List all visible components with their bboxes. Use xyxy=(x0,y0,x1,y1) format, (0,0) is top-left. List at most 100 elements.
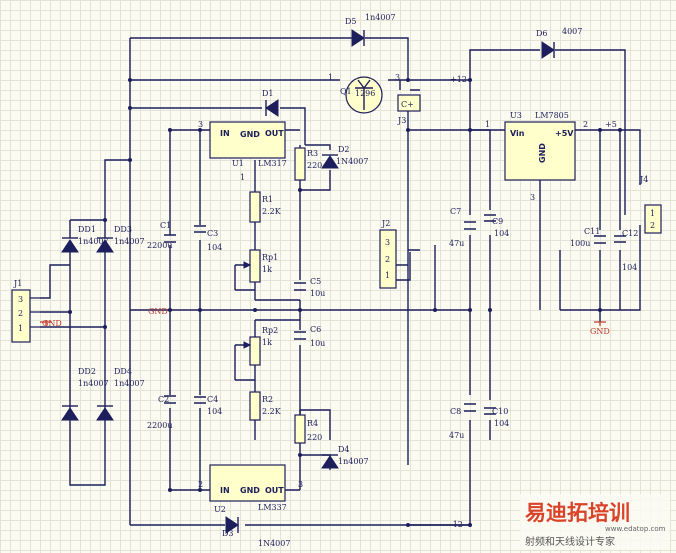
svg-text:D2: D2 xyxy=(338,145,350,154)
watermark-main: 易迪拓培训 xyxy=(525,501,630,525)
svg-text:2: 2 xyxy=(18,309,23,318)
j3-label: J3 xyxy=(397,116,406,125)
capacitor-c4: C4 104 xyxy=(194,395,222,416)
svg-text:GND: GND xyxy=(240,486,260,495)
svg-text:C1: C1 xyxy=(160,221,171,230)
svg-text:1: 1 xyxy=(650,209,655,218)
svg-text:47u: 47u xyxy=(449,239,464,248)
diode-d5: D5 1n4007 xyxy=(345,13,396,47)
diode-d3: D3 1N4007 xyxy=(222,516,290,548)
gnd-right-label: GND xyxy=(590,327,610,336)
svg-text:OUT: OUT xyxy=(265,486,284,495)
u2-part: LM337 xyxy=(258,503,287,512)
svg-text:100u: 100u xyxy=(570,239,590,248)
svg-text:1: 1 xyxy=(485,120,490,129)
minus12-label: -12 xyxy=(450,520,463,529)
connector-j3: C+ J3 xyxy=(397,94,421,125)
svg-text:1296: 1296 xyxy=(355,89,375,98)
connector-j4: J4 1 2 xyxy=(639,175,662,234)
svg-text:1n4007: 1n4007 xyxy=(338,457,369,466)
wires xyxy=(40,37,641,526)
svg-text:104: 104 xyxy=(207,407,222,416)
svg-text:3: 3 xyxy=(385,238,390,247)
svg-text:3: 3 xyxy=(298,480,303,489)
svg-text:1k: 1k xyxy=(262,338,272,347)
diode-dd1: DD1 1n4007 xyxy=(61,225,109,253)
j2-label: J2 xyxy=(381,219,390,228)
svg-text:220: 220 xyxy=(307,433,322,442)
svg-text:10u: 10u xyxy=(310,289,325,298)
capacitor-c6: C6 10u xyxy=(294,325,325,348)
svg-text:2: 2 xyxy=(583,120,588,129)
capacitor-c5: C5 10u xyxy=(294,277,325,298)
svg-text:D3: D3 xyxy=(222,529,234,538)
svg-text:2: 2 xyxy=(198,480,203,489)
svg-text:OUT: OUT xyxy=(265,129,284,138)
svg-text:10u: 10u xyxy=(310,339,325,348)
svg-text:3: 3 xyxy=(18,295,23,304)
j4-label: J4 xyxy=(639,175,648,184)
svg-text:R4: R4 xyxy=(307,419,318,428)
svg-text:R3: R3 xyxy=(307,149,318,158)
capacitor-c9: C9 104 xyxy=(484,214,509,238)
diode-d4: D4 1n4007 xyxy=(321,445,369,469)
plus12-label: +12 xyxy=(450,75,467,84)
watermark-sub: 射频和天线设计专家 xyxy=(525,535,615,548)
svg-text:C5: C5 xyxy=(310,277,321,286)
svg-text:DD1: DD1 xyxy=(78,225,96,234)
svg-text:3: 3 xyxy=(198,120,203,129)
connector-j1: J1 3 2 1 GND xyxy=(11,279,62,343)
diode-dd4: DD4 1n4007 xyxy=(96,367,145,421)
capacitor-c12: C12 104 xyxy=(614,229,638,272)
svg-text:C4: C4 xyxy=(207,395,218,404)
u1-part: LM317 xyxy=(258,159,287,168)
regulator-u2: IN GND OUT U2 LM337 2 3 xyxy=(198,464,303,514)
svg-text:Rp1: Rp1 xyxy=(262,253,278,262)
svg-text:C3: C3 xyxy=(207,229,218,238)
svg-text:2.2K: 2.2K xyxy=(262,207,282,216)
svg-text:DD2: DD2 xyxy=(78,367,96,376)
svg-text:104: 104 xyxy=(622,263,637,272)
capacitor-c11: C11 100u xyxy=(570,227,606,248)
svg-text:104: 104 xyxy=(207,243,222,252)
junction-dots xyxy=(68,78,622,527)
svg-text:GND: GND xyxy=(240,130,260,139)
diode-d6: D6 4007 xyxy=(536,27,582,59)
u2-ref: U2 xyxy=(214,505,226,514)
gnd-mid-label: GND xyxy=(148,307,168,316)
svg-text:2200u: 2200u xyxy=(147,241,173,250)
watermark-url: www.edatop.com xyxy=(605,525,666,533)
svg-text:1k: 1k xyxy=(262,265,272,274)
svg-text:DD4: DD4 xyxy=(114,367,132,376)
svg-text:C12: C12 xyxy=(622,229,638,238)
svg-text:D1: D1 xyxy=(262,89,274,98)
svg-text:C2: C2 xyxy=(158,395,169,404)
potentiometer-rp2: Rp2 1k xyxy=(243,326,278,366)
svg-text:2: 2 xyxy=(385,255,390,264)
svg-text:1N4007: 1N4007 xyxy=(258,539,290,548)
svg-text:D6: D6 xyxy=(536,29,548,38)
svg-text:R2: R2 xyxy=(262,395,273,404)
capacitor-c8: C8 47u xyxy=(449,403,476,440)
svg-text:1n4007: 1n4007 xyxy=(78,237,109,246)
svg-text:47u: 47u xyxy=(449,431,464,440)
u3-part: LM7805 xyxy=(535,111,569,120)
diode-dd3: DD3 1n4007 xyxy=(96,225,145,253)
resistor-r4: R4 220 xyxy=(294,414,322,444)
capacitor-c7: C7 47u xyxy=(449,207,476,248)
svg-text:1: 1 xyxy=(385,271,390,280)
svg-text:C6: C6 xyxy=(310,325,321,334)
gnd-left-label: GND xyxy=(42,319,62,328)
svg-text:IN: IN xyxy=(220,129,230,138)
diode-d1: D1 xyxy=(262,89,279,117)
watermark: 易迪拓培训 www.edatop.com 射频和天线设计专家 xyxy=(520,494,670,550)
u1-ref: U1 xyxy=(232,159,244,168)
capacitor-c3: C3 104 xyxy=(194,225,222,252)
j1-label: J1 xyxy=(13,279,22,288)
svg-text:D4: D4 xyxy=(338,445,350,454)
svg-text:C10: C10 xyxy=(492,407,508,416)
svg-text:DD3: DD3 xyxy=(114,225,132,234)
svg-text:1: 1 xyxy=(18,324,23,333)
svg-text:1n4007: 1n4007 xyxy=(365,13,396,22)
